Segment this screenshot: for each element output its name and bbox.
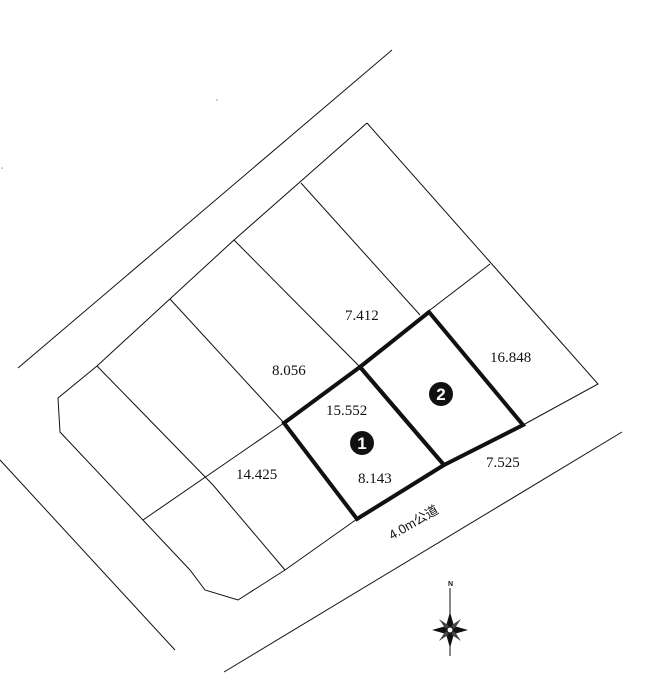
dimension-middle-shared: 15.552 <box>326 403 367 419</box>
lot-2-marker: 2 <box>429 382 453 406</box>
parcel-divider <box>96 365 214 486</box>
parcel-divider <box>300 182 421 316</box>
dimension-left-lot1: 8.056 <box>272 363 306 379</box>
lot-1-number: 1 <box>357 434 366 453</box>
dimension-right-lot2: 16.848 <box>490 350 531 366</box>
road-label: 4.0m公道 <box>386 502 441 542</box>
parcel-divider <box>212 484 286 571</box>
parcel-divider <box>233 239 361 368</box>
parcel-divider <box>429 263 491 311</box>
upper-road-edge <box>17 49 393 369</box>
parcel-divider <box>142 422 285 521</box>
dimension-top-lot2: 7.412 <box>345 308 379 324</box>
speck <box>1 167 3 169</box>
lot-2-number: 2 <box>436 385 445 404</box>
dimension-bottom-lot1: 8.143 <box>358 471 392 487</box>
north-label: N <box>448 581 453 588</box>
parcel-divider <box>169 298 285 424</box>
speck <box>216 99 218 101</box>
dimension-bottom-lot2: 7.525 <box>486 455 520 471</box>
lot-1-marker: 1 <box>350 431 374 455</box>
lot-2-outline <box>357 309 527 468</box>
dimension-left-outer: 14.425 <box>236 467 277 483</box>
compass-icon: N <box>432 581 468 656</box>
lower-road-edge <box>223 431 623 673</box>
left-road-edge <box>0 459 176 651</box>
